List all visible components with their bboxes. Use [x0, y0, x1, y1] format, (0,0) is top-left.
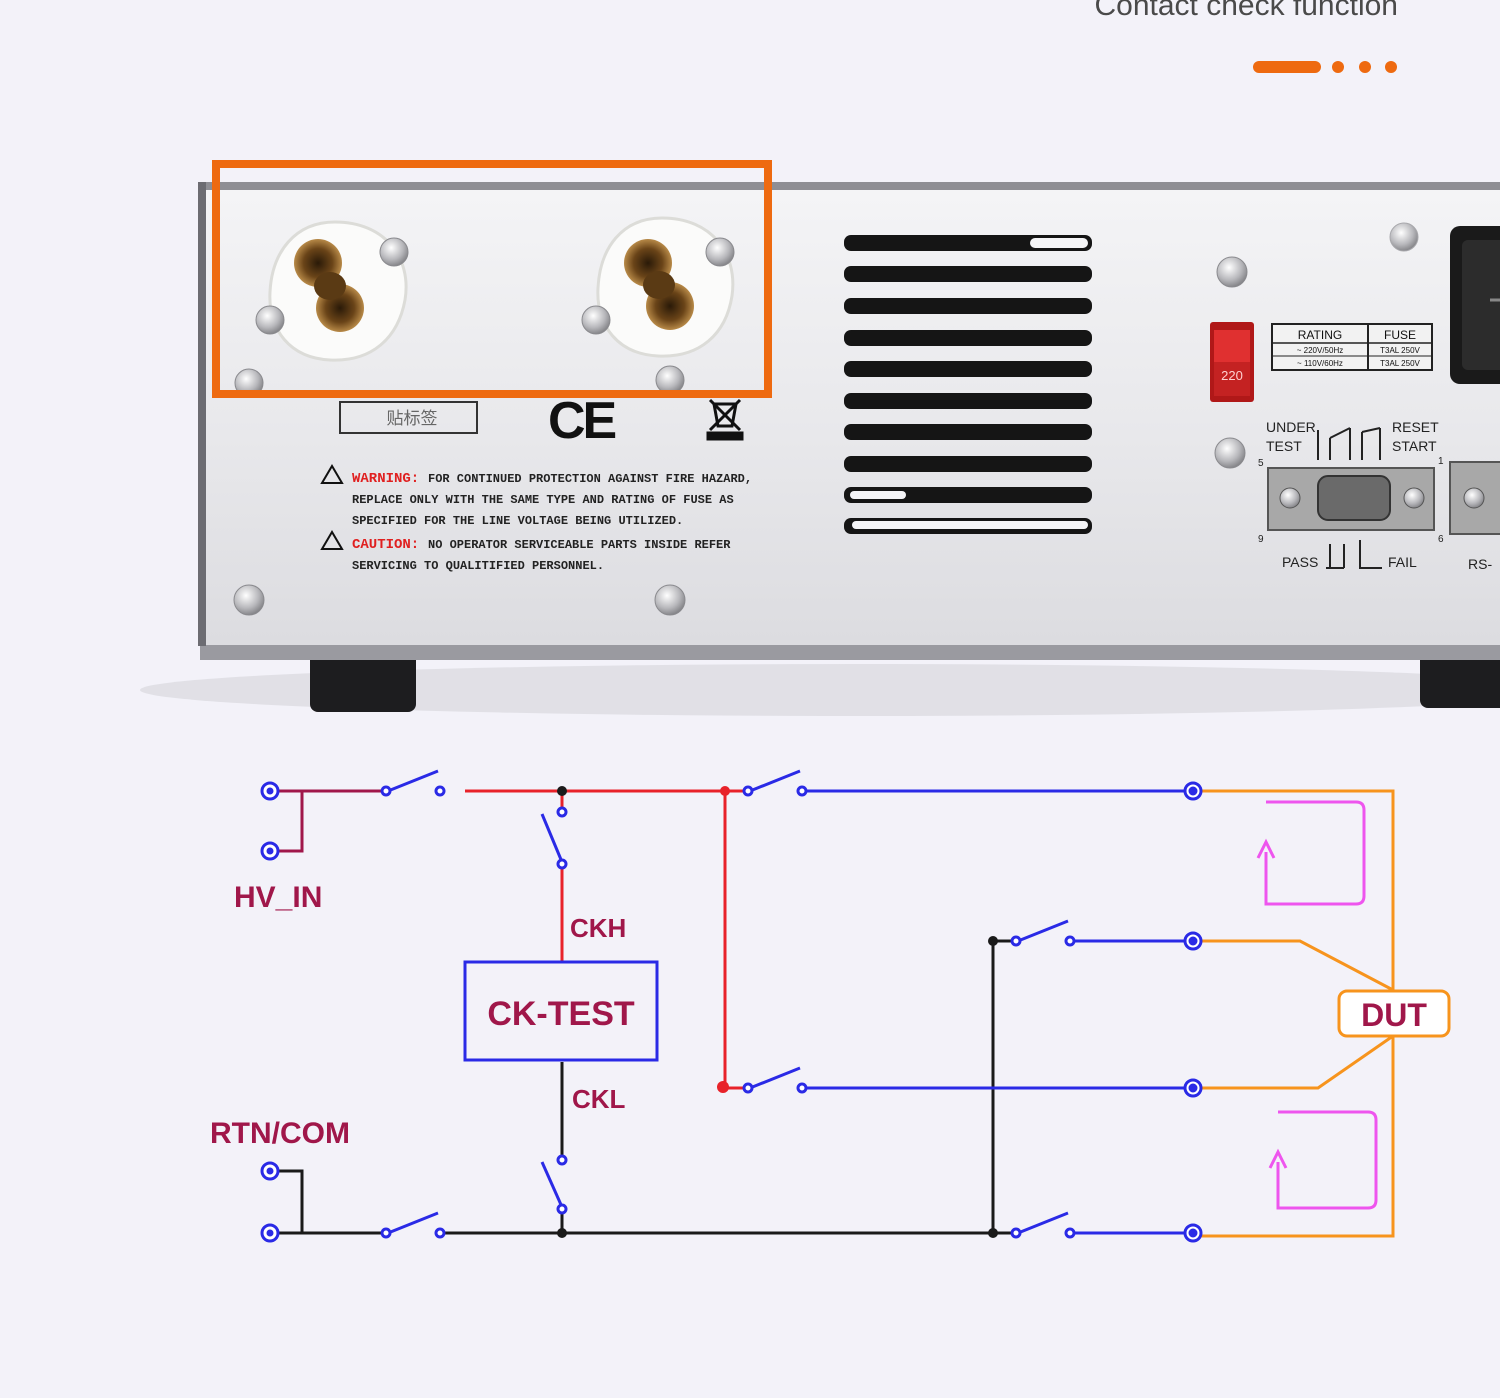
carousel-pager[interactable] [1250, 59, 1400, 75]
rs-label: RS- [1468, 556, 1492, 572]
screws [233, 222, 1419, 616]
pin-9: 9 [1258, 534, 1264, 545]
interface-labels: UNDER TEST RESET START 5 1 9 6 PASS FAIL… [1258, 419, 1492, 572]
label-box-text: 贴标签 [387, 409, 438, 428]
rating-row-1: ~ 220V/50Hz [1297, 346, 1343, 355]
warning-line-1: FOR CONTINUED PROTECTION AGAINST FIRE HA… [428, 472, 752, 486]
voltage-value: 220 [1221, 368, 1243, 383]
caution-line-1: NO OPERATOR SERVICEABLE PARTS INSIDE REF… [428, 538, 731, 552]
rating-row-2: ~ 110V/60Hz [1297, 359, 1343, 368]
voltage-selector-switch: 220 [1210, 322, 1254, 402]
fuse-row-1: T3AL 250V [1380, 346, 1420, 355]
switches [380, 769, 1076, 1239]
dut-label: DUT [1361, 997, 1427, 1033]
rtn-com-label: RTN/COM [210, 1117, 350, 1150]
pin-6: 6 [1438, 534, 1444, 545]
rs-connector [1449, 461, 1500, 535]
pager-active-indicator[interactable] [1253, 61, 1321, 73]
relay-symbols [1317, 427, 1382, 569]
pager-dot[interactable] [1332, 61, 1344, 73]
warning-label: WARNING: [352, 471, 419, 487]
rating-header: RATING [1298, 328, 1342, 342]
dut-box [1337, 989, 1451, 1038]
hv-socket-right [596, 216, 735, 358]
pin-1: 1 [1438, 456, 1444, 467]
warning-block: WARNING: FOR CONTINUED PROTECTION AGAINS… [320, 464, 752, 573]
terminals [260, 781, 1203, 1243]
vent-grille [844, 235, 1092, 534]
warning-line-2: REPLACE ONLY WITH THE SAME TYPE AND RATI… [352, 493, 734, 507]
reset-start-line-1: RESET [1392, 419, 1439, 435]
loop-arrows [1256, 800, 1378, 1210]
hv-in-wires [278, 789, 386, 853]
pager-dot[interactable] [1359, 61, 1371, 73]
db9-connector [1267, 467, 1435, 531]
ck-test-box [463, 960, 659, 1062]
ckh-label: CKH [570, 913, 626, 943]
pin-5: 5 [1258, 458, 1264, 469]
hv-in-label: HV_IN [234, 881, 322, 914]
page-title: Contact check function [1094, 0, 1398, 22]
rating-fuse-table: RATING FUSE ~ 220V/50Hz ~ 110V/60Hz T3AL… [1271, 323, 1433, 371]
fuse-header: FUSE [1384, 328, 1416, 342]
under-test-line-1: UNDER [1266, 419, 1316, 435]
weee-bin-icon [706, 398, 744, 441]
junctions [557, 786, 998, 1238]
fail-label: FAIL [1388, 554, 1417, 570]
ce-mark: CE [548, 392, 616, 450]
caution-line-2: SERVICING TO QUALITIFIED PERSONNEL. [352, 559, 604, 573]
contact-check-circuit-diagram: CK-TEST DUT HV_IN RTN/COM CKH CKL [210, 769, 1451, 1243]
ckl-label: CKL [572, 1084, 626, 1114]
pass-label: PASS [1282, 554, 1318, 570]
under-test-line-2: TEST [1266, 438, 1302, 454]
reset-start-line-2: START [1392, 438, 1437, 454]
caution-label: CAUTION: [352, 537, 419, 553]
ck-test-label: CK-TEST [487, 995, 635, 1033]
power-inlet [1450, 226, 1500, 384]
fuse-row-2: T3AL 250V [1380, 359, 1420, 368]
device-rear-panel: 贴标签 CE WARNING: FOR CONTINUED PROTECTION… [140, 160, 1500, 716]
warning-line-3: SPECIFIED FOR THE LINE VOLTAGE BEING UTI… [352, 514, 683, 528]
socket-highlight-box [212, 160, 772, 398]
blue-wires [802, 789, 1186, 1235]
pager-dot[interactable] [1385, 61, 1397, 73]
